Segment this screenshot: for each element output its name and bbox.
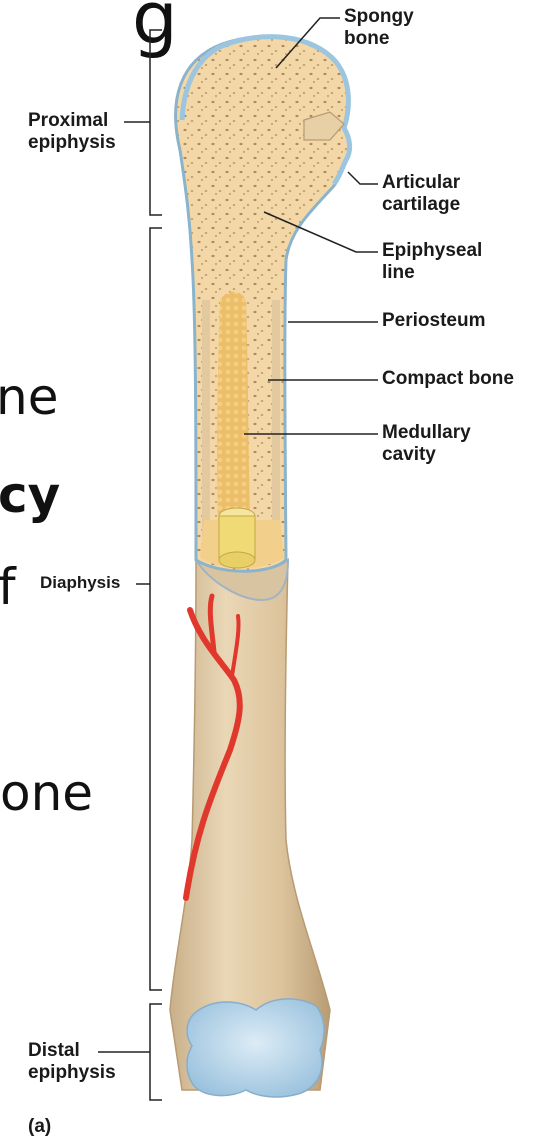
label-medullary-cavity: Medullary cavity bbox=[382, 422, 471, 466]
label-diaphysis: Diaphysis bbox=[40, 572, 120, 594]
label-periosteum: Periosteum bbox=[382, 310, 485, 332]
label-epiphyseal-line: Epiphyseal line bbox=[382, 240, 482, 284]
distal-articular-cartilage bbox=[187, 999, 324, 1097]
leader-articular-cartilage bbox=[348, 172, 378, 184]
label-proximal-epiphysis: Proximal epiphysis bbox=[28, 110, 116, 154]
bracket-proximal-epiphysis bbox=[124, 30, 162, 215]
label-distal-epiphysis: Distal epiphysis bbox=[28, 1040, 116, 1084]
label-articular-cartilage: Articular cartilage bbox=[382, 172, 460, 216]
yellow-marrow-cylinder-bottom bbox=[219, 552, 255, 568]
label-compact-bone: Compact bone bbox=[382, 368, 514, 390]
label-spongy-bone: Spongy bone bbox=[344, 6, 414, 50]
bracket-diaphysis bbox=[136, 228, 162, 990]
medullary-cavity-fill bbox=[217, 292, 250, 520]
panel-label: (a) bbox=[28, 1116, 51, 1138]
